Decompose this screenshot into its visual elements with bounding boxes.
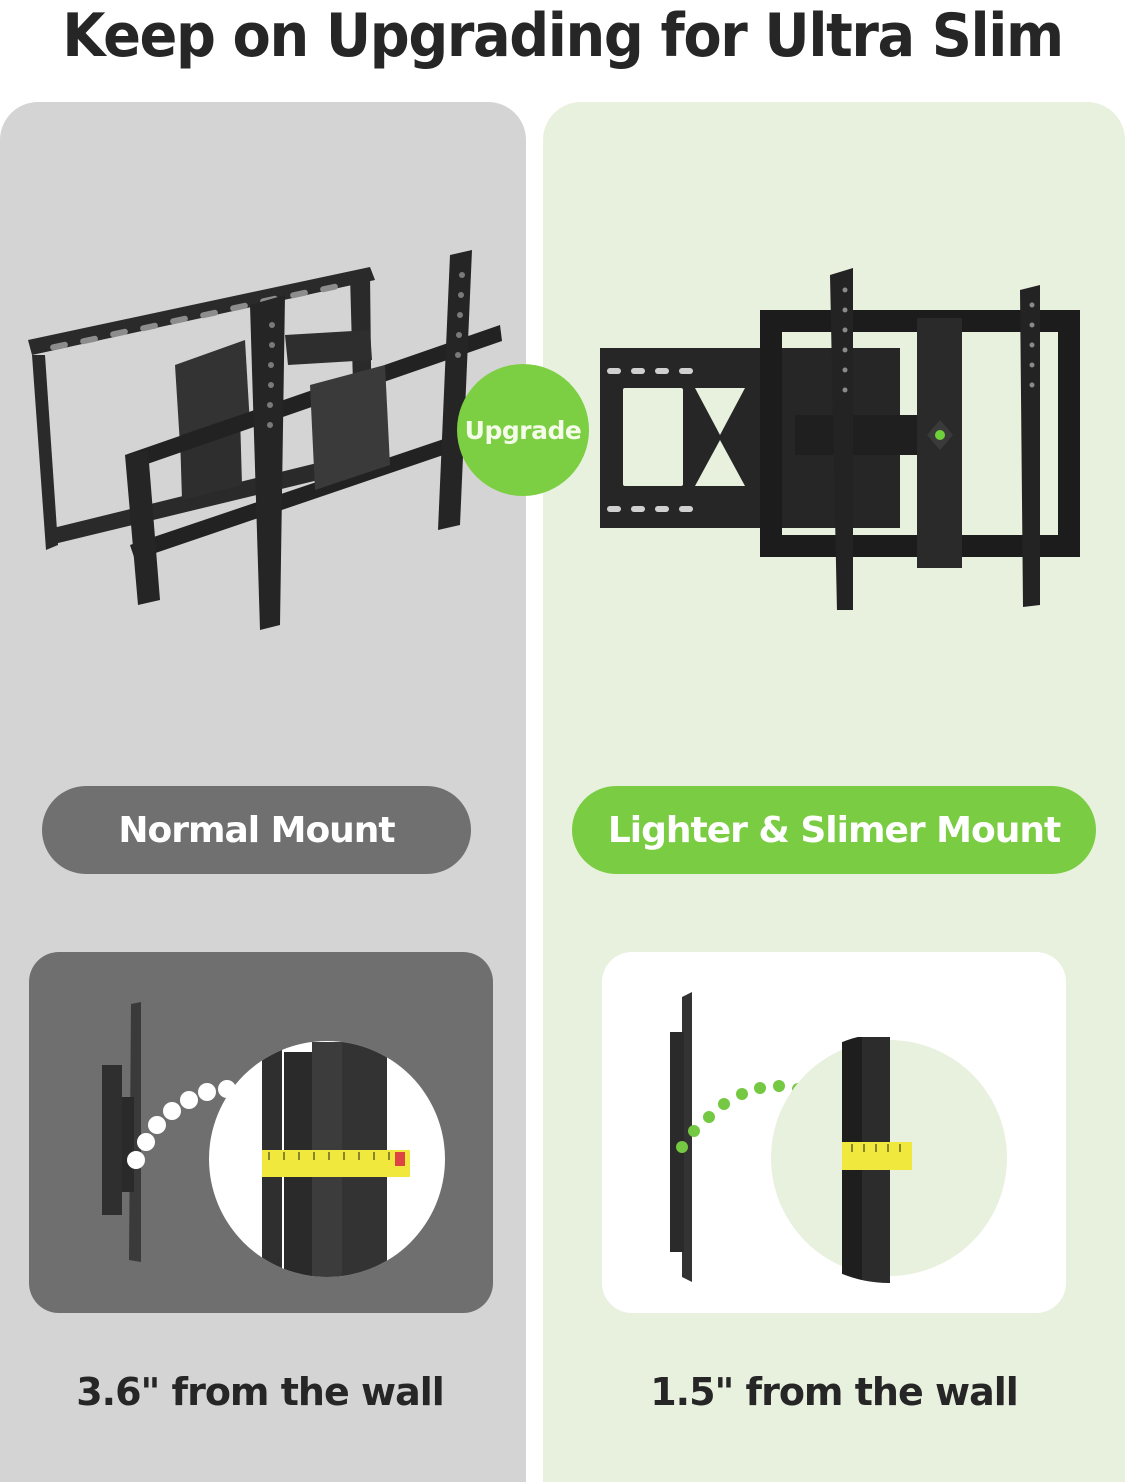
slim-mount-distance: 1.5" from the wall xyxy=(650,1370,1019,1414)
slim-mount-side-view xyxy=(602,952,1066,1313)
normal-mount-distance: 3.6" from the wall xyxy=(76,1370,445,1414)
normal-mount-product-image xyxy=(10,245,510,635)
slim-mount-label: Lighter & Slimer Mount xyxy=(572,786,1096,874)
normal-mount-side-view xyxy=(29,952,493,1313)
slim-mount-product-image xyxy=(595,260,1090,610)
brand-logo-icon xyxy=(935,430,945,440)
upgrade-badge: Upgrade xyxy=(457,364,589,496)
page-title: Keep on Upgrading for Ultra Slim xyxy=(62,1,1064,71)
tape-measure-icon xyxy=(262,1150,410,1177)
normal-mount-label: Normal Mount xyxy=(42,786,471,874)
